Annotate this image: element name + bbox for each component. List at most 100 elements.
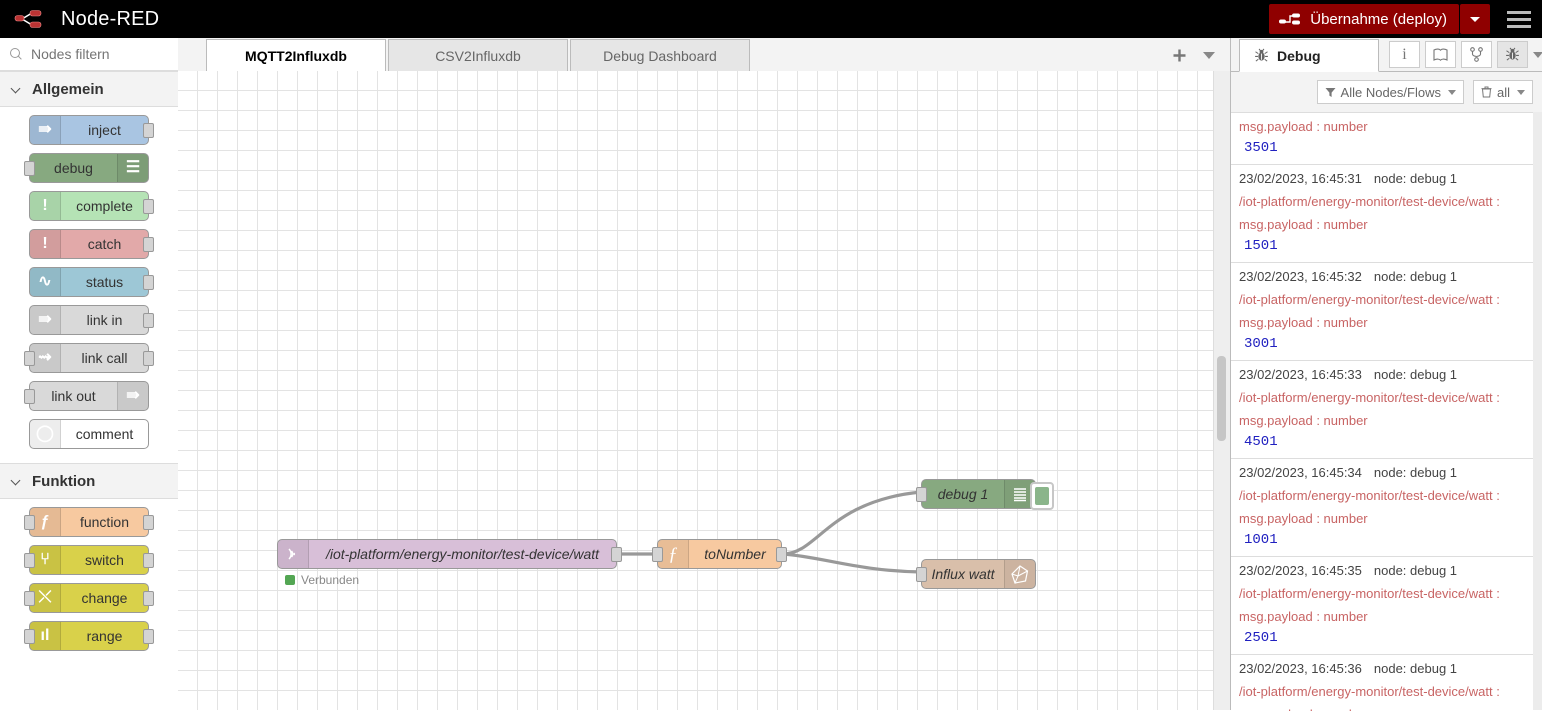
node-output-port[interactable] (611, 547, 622, 562)
node-output-port[interactable] (143, 591, 154, 606)
debug-node[interactable]: debug 1 (916, 479, 1054, 510)
trash-icon (1481, 86, 1492, 98)
node-output-port[interactable] (143, 313, 154, 328)
node-input-port[interactable] (652, 547, 663, 562)
debug-tab-button[interactable] (1497, 41, 1528, 68)
node-input-port[interactable] (916, 567, 927, 582)
palette-node-comment[interactable]: ◯comment (29, 419, 149, 449)
palette-node-catch[interactable]: !catch (29, 229, 154, 259)
debug-timestamp: 23/02/2023, 16:45:34 (1239, 465, 1362, 480)
debug-source-node: node: debug 1 (1373, 171, 1458, 186)
palette-node-debug[interactable]: debug☰ (24, 153, 149, 183)
search-input[interactable] (29, 45, 163, 63)
deploy-dropdown-button[interactable] (1460, 4, 1490, 34)
palette-category-header[interactable]: Funktion (0, 463, 178, 499)
chevron-down-icon (1533, 51, 1542, 58)
tab-label: CSV2Influxdb (435, 47, 521, 64)
context-tab-button[interactable] (1461, 41, 1492, 68)
bug-icon (1505, 47, 1520, 62)
node-output-port[interactable] (143, 275, 154, 290)
link-call-icon: ⇝ (30, 344, 61, 372)
exclamation-icon: ! (30, 192, 61, 220)
palette-node-complete[interactable]: ! complete (29, 191, 154, 221)
flow-list-button[interactable] (1194, 40, 1224, 70)
debug-scrollbar[interactable] (1533, 112, 1542, 710)
node-input-port[interactable] (916, 487, 927, 502)
node-output-port[interactable] (143, 351, 154, 366)
chevron-down-icon (1447, 89, 1456, 95)
node-input-port[interactable] (24, 515, 35, 530)
node-input-port[interactable] (24, 629, 35, 644)
info-icon: i (1402, 45, 1407, 63)
node-output-port[interactable] (776, 547, 787, 562)
canvas-scrollbar[interactable] (1213, 71, 1230, 710)
node-output-port[interactable] (143, 237, 154, 252)
debug-list-icon: ☰ (117, 154, 148, 182)
tab-csv2influxdb[interactable]: CSV2Influxdb (388, 39, 568, 71)
tab-debug-dashboard[interactable]: Debug Dashboard (570, 39, 750, 71)
node-label: toNumber (704, 546, 766, 562)
debug-clear-button[interactable]: all (1472, 80, 1533, 104)
info-tab-button[interactable]: i (1389, 41, 1420, 68)
node-input-port[interactable] (24, 161, 35, 176)
node-input-port[interactable] (24, 591, 35, 606)
chevron-down-icon (12, 84, 22, 94)
palette-node-link-in[interactable]: ⇛link in (29, 305, 154, 335)
debug-property: msg.payload : number (1239, 119, 1368, 134)
workspace-tabbar: MQTT2Influxdb CSV2Influxdb Debug Dashboard (178, 38, 1230, 72)
palette-node-link-out[interactable]: link out⇛ (24, 381, 149, 411)
palette-node-link-call[interactable]: ⇝ link call (24, 343, 154, 373)
influx-node[interactable]: Influx watt (916, 559, 1036, 589)
node-input-port[interactable] (24, 351, 35, 366)
palette-category-header[interactable]: Allgemein (0, 71, 178, 107)
palette-node-change[interactable]: ⤬change (24, 583, 154, 613)
tab-label: Debug Dashboard (603, 47, 717, 64)
debug-enable-toggle[interactable] (1030, 482, 1054, 510)
deploy-button[interactable]: Übernahme (deploy) (1269, 4, 1459, 34)
node-input-port[interactable] (24, 389, 35, 404)
debug-topic: /iot-platform/energy-monitor/test-device… (1239, 586, 1500, 601)
debug-filter-label: Alle Nodes/Flows (1340, 84, 1441, 100)
node-output-port[interactable] (143, 199, 154, 214)
node-output-port[interactable] (143, 515, 154, 530)
palette-node-label: complete (76, 198, 133, 214)
debug-property: msg.payload : number (1239, 217, 1368, 232)
main-menu-button[interactable] (1496, 0, 1542, 38)
add-flow-button[interactable] (1164, 40, 1194, 70)
help-tab-button[interactable] (1425, 41, 1456, 68)
debug-filter-button[interactable]: Alle Nodes/Flows (1316, 80, 1464, 104)
tab-mqtt2influxdb[interactable]: MQTT2Influxdb (206, 39, 386, 72)
mqtt-in-node[interactable]: /iot-platform/energy-monitor/test-device… (277, 539, 622, 569)
palette-node-status[interactable]: ∿status (29, 267, 154, 297)
palette-node-label: link call (81, 350, 128, 366)
range-bars-icon: ıl (30, 622, 61, 650)
flow-canvas[interactable]: /iot-platform/energy-monitor/test-device… (178, 71, 1230, 710)
node-output-port[interactable] (143, 629, 154, 644)
node-input-port[interactable] (24, 553, 35, 568)
palette-node-switch[interactable]: ⑂switch (24, 545, 154, 575)
node-output-port[interactable] (143, 123, 154, 138)
sidebar-more-button[interactable] (1533, 41, 1542, 68)
brand-title: Node-RED (61, 7, 160, 30)
node-output-port[interactable] (143, 553, 154, 568)
palette-node-label: switch (85, 552, 124, 568)
node-label: debug 1 (937, 486, 989, 502)
tab-debug[interactable]: Debug (1239, 39, 1379, 72)
palette-search-row[interactable] (0, 38, 178, 71)
canvas-scroll-thumb[interactable] (1217, 356, 1226, 441)
hamburger-menu-icon (1507, 24, 1531, 28)
palette-node-inject[interactable]: ⇛inject (29, 115, 154, 145)
debug-timestamp: 23/02/2023, 16:45:31 (1239, 171, 1362, 186)
